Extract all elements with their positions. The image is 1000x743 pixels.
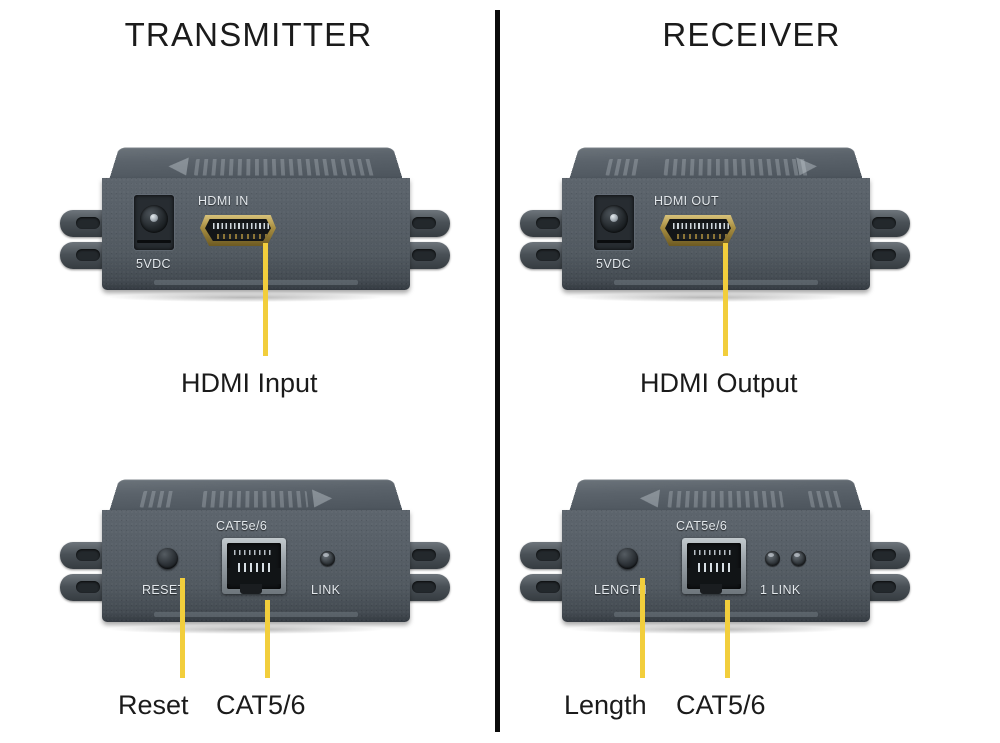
label-reset: RESET bbox=[142, 583, 186, 597]
dc-power-jack[interactable] bbox=[134, 195, 174, 250]
rj45-contacts bbox=[698, 563, 730, 572]
dc-power-jack[interactable] bbox=[594, 195, 634, 250]
enclosure-front-face: 5VDC HDMI IN bbox=[102, 178, 410, 290]
device-shadow bbox=[570, 293, 842, 302]
brand-imprint bbox=[663, 158, 810, 176]
enclosure-back-face: RESET CAT5e/6 LINK bbox=[102, 510, 410, 622]
chassis-seam bbox=[614, 280, 818, 285]
device-shadow bbox=[110, 293, 382, 302]
hdmi-extender-receiver-front: 5VDC HDMI OUT bbox=[520, 132, 910, 297]
brand-imprint bbox=[201, 490, 309, 508]
brand-imprint bbox=[605, 158, 642, 176]
transmitter-section-title: TRANSMITTER bbox=[124, 16, 373, 53]
reset-button[interactable] bbox=[157, 548, 178, 569]
callout-line-reset bbox=[180, 578, 185, 678]
hdmi-pins bbox=[217, 234, 269, 239]
length-button[interactable] bbox=[617, 548, 638, 569]
callout-label-hdmi-input: HDMI Input bbox=[181, 368, 318, 398]
enclosure-front-face: 5VDC HDMI OUT bbox=[562, 178, 870, 290]
dc-barrel-icon bbox=[140, 205, 168, 233]
label-hdmi-in: HDMI IN bbox=[198, 194, 249, 208]
dc-slot bbox=[137, 240, 171, 243]
callout-line-cat5-rx bbox=[725, 600, 730, 678]
status-led-icon bbox=[765, 551, 780, 566]
chassis-seam bbox=[154, 612, 358, 617]
device-shadow bbox=[570, 625, 842, 634]
rj45-port[interactable] bbox=[682, 538, 746, 594]
callout-line-hdmi-output bbox=[723, 243, 728, 356]
chassis-seam bbox=[154, 280, 358, 285]
callout-label-cat5-rx: CAT5/6 bbox=[676, 690, 766, 720]
brand-imprint bbox=[807, 490, 845, 508]
hdmi-extender-transmitter-front: 5VDC HDMI IN bbox=[60, 132, 450, 297]
callout-label-reset: Reset bbox=[118, 690, 189, 720]
label-cat5e6: CAT5e/6 bbox=[676, 519, 728, 533]
dc-slot bbox=[597, 240, 631, 243]
brand-imprint bbox=[139, 490, 176, 508]
brand-imprint bbox=[667, 490, 784, 508]
receiver-section-title: RECEIVER bbox=[662, 16, 841, 53]
rj45-port[interactable] bbox=[222, 538, 286, 594]
brand-arrow-icon bbox=[638, 489, 660, 508]
section-divider bbox=[495, 10, 500, 732]
rj45-contacts bbox=[694, 550, 734, 555]
hdmi-cavity bbox=[665, 219, 731, 241]
rj45-notch bbox=[733, 568, 741, 584]
label-power: 5VDC bbox=[136, 257, 171, 271]
device-shadow bbox=[110, 625, 382, 634]
rj45-contacts bbox=[234, 550, 274, 555]
rj45-cavity bbox=[687, 543, 741, 589]
enclosure-back-face: LENGTH CAT5e/6 1 LINK bbox=[562, 510, 870, 622]
rj45-cavity bbox=[227, 543, 281, 589]
callout-label-cat5-tx: CAT5/6 bbox=[216, 690, 306, 720]
hdmi-out-port[interactable] bbox=[660, 215, 736, 246]
brand-arrow-icon bbox=[166, 157, 189, 176]
label-link: LINK bbox=[311, 583, 341, 597]
brand-arrow-icon bbox=[796, 157, 819, 176]
callout-label-length: Length bbox=[564, 690, 647, 720]
label-link: 1 LINK bbox=[760, 583, 801, 597]
dc-barrel-icon bbox=[600, 205, 628, 233]
brand-imprint bbox=[193, 158, 340, 176]
hdmi-cavity bbox=[205, 219, 271, 241]
hdmi-pins bbox=[673, 223, 731, 229]
rj45-latch-slot bbox=[700, 584, 722, 594]
rj45-notch bbox=[227, 568, 235, 584]
link-led-icon bbox=[791, 551, 806, 566]
callout-line-cat5-tx bbox=[265, 600, 270, 678]
hdmi-extender-receiver-back: LENGTH CAT5e/6 1 LINK bbox=[520, 464, 910, 629]
brand-arrow-icon bbox=[312, 489, 334, 508]
hdmi-pins bbox=[677, 234, 729, 239]
label-hdmi-out: HDMI OUT bbox=[654, 194, 719, 208]
rj45-contacts bbox=[238, 563, 270, 572]
hdmi-pins bbox=[213, 223, 271, 229]
rj45-notch bbox=[687, 568, 695, 584]
hdmi-extender-transmitter-back: RESET CAT5e/6 LINK bbox=[60, 464, 450, 629]
chassis-seam bbox=[614, 612, 818, 617]
callout-line-length bbox=[640, 578, 645, 678]
label-power: 5VDC bbox=[596, 257, 631, 271]
label-cat5e6: CAT5e/6 bbox=[216, 519, 268, 533]
callout-label-hdmi-output: HDMI Output bbox=[640, 368, 798, 398]
brand-imprint bbox=[340, 158, 377, 176]
rj45-latch-slot bbox=[240, 584, 262, 594]
link-led-icon bbox=[320, 551, 335, 566]
hdmi-in-port[interactable] bbox=[200, 215, 276, 246]
rj45-notch bbox=[273, 568, 281, 584]
callout-line-hdmi-input bbox=[263, 243, 268, 356]
label-length: LENGTH bbox=[594, 583, 648, 597]
